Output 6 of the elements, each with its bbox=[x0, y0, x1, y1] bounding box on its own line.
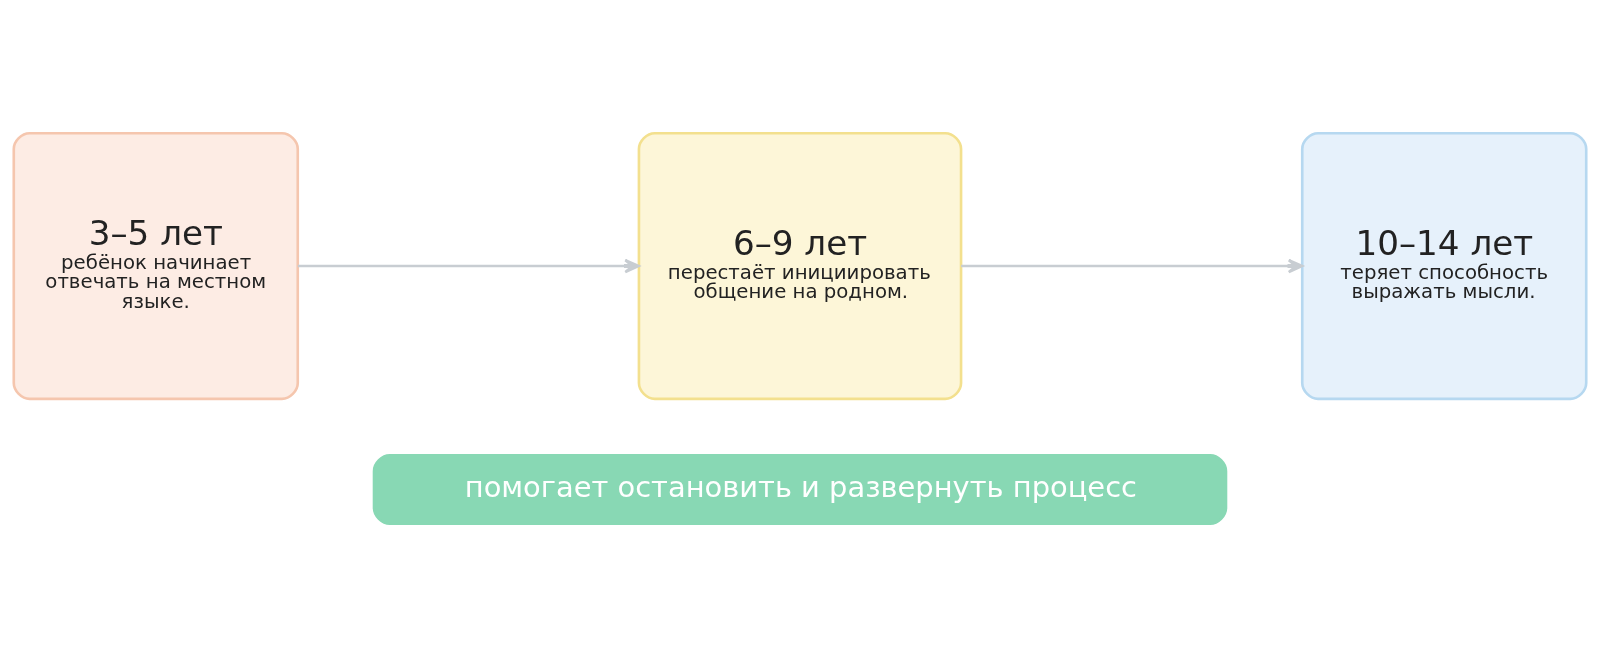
node-box: 10–14 лет теряет способность выражать мысли. bbox=[1300, 131, 1588, 400]
node-box: помогает остановить и развернуть процесс bbox=[372, 453, 1228, 525]
arrow bbox=[961, 258, 1304, 273]
node-box: 6–9 лет перестаёт инициировать общение на родном. bbox=[637, 131, 963, 400]
arrow bbox=[297, 258, 640, 273]
node-box: 3–5 лет ребёнок начинает отвечать на местном языке. bbox=[12, 131, 300, 400]
